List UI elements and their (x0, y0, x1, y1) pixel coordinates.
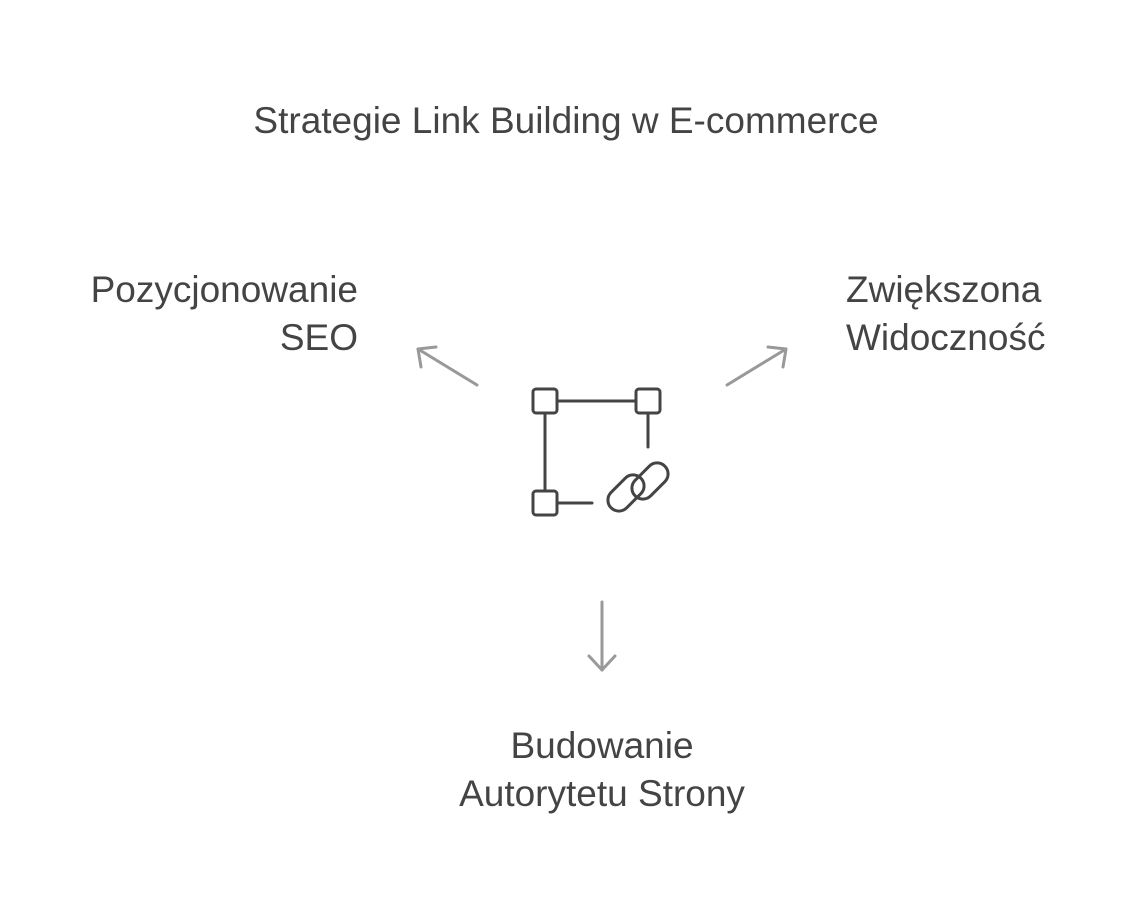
branch-label-line: Pozycjonowanie (90, 269, 358, 310)
branch-label-budowanie-autorytetu: Budowanie Autorytetu Strony (0, 722, 1132, 818)
diagram-title: Strategie Link Building w E-commerce (253, 100, 879, 141)
branch-label-pozycjonowanie-seo: Pozycjonowanie SEO (91, 266, 358, 362)
arrow-up-right (725, 345, 788, 387)
branch-label-line: SEO (279, 317, 358, 358)
branch-label-line: Autorytetu Strony (459, 773, 745, 814)
arrow-up-left (416, 345, 479, 387)
branch-label-line: Widoczność (846, 317, 1046, 358)
branch-label-zwiekszona-widocznosc: Zwiększona Widoczność (846, 266, 1045, 362)
branch-label-line: Budowanie (510, 725, 694, 766)
arrow-down (587, 600, 617, 672)
branch-label-line: Zwiększona (846, 269, 1042, 310)
link-network-icon (531, 387, 670, 517)
